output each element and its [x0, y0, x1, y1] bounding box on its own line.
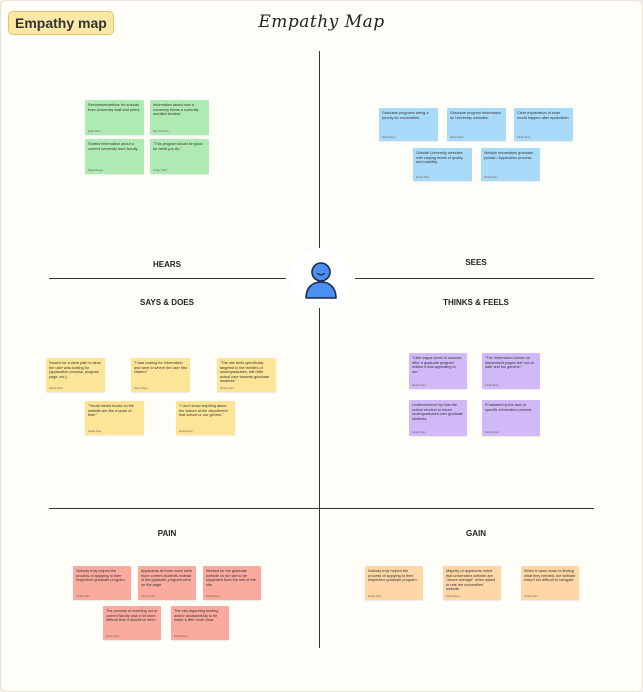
note-author: Daniel Ryan	[517, 136, 531, 139]
sticky-note-thinks[interactable]: Underwhelmed by how the school renders t…	[409, 400, 467, 436]
note-text: Nobody truly helped the process of apply…	[76, 569, 126, 583]
note-author: Rugh Stiles	[88, 130, 101, 133]
note-text: Recommendations for schools from Univers…	[88, 103, 141, 112]
note-text: The process of reaching out to current f…	[106, 609, 158, 623]
note-text: "The information shown on department pag…	[485, 356, 535, 370]
sticky-note-pain[interactable]: The info regarding funding and/or assist…	[171, 606, 229, 640]
quadrant-label-thinks: THINKS & FEELS	[443, 298, 509, 307]
note-author: Daniel Ryan	[485, 384, 499, 387]
note-author: Daniel Ryan	[49, 387, 63, 390]
sticky-note-thinks[interactable]: "The information shown on department pag…	[482, 353, 540, 389]
note-author: Rob Simmons	[153, 130, 169, 133]
note-text: Started information about a current univ…	[88, 142, 139, 151]
sticky-note-hears[interactable]: Started information about a current univ…	[85, 139, 144, 174]
persona-avatar[interactable]	[290, 248, 352, 308]
divider-sees	[355, 278, 594, 279]
note-author: Daniel Ryan	[179, 430, 193, 433]
note-author: Daniel Ryan	[174, 635, 188, 638]
note-text: Graduate programs being a priority for u…	[382, 111, 429, 120]
user-icon	[305, 262, 337, 299]
sticky-note-says[interactable]: "I was looking for information and went …	[131, 358, 190, 392]
sticky-note-thinks[interactable]: "Little vague proof of success after a g…	[409, 353, 467, 389]
note-author: Daniel Ryan	[106, 635, 120, 638]
sticky-note-gain[interactable]: Majority of applicants noted that univer…	[443, 566, 501, 600]
note-text: Worked for the graduate website on the s…	[206, 569, 256, 587]
sticky-note-says[interactable]: "The site feels specifically targeted to…	[217, 358, 276, 392]
quadrant-label-pain: PAIN	[157, 529, 177, 538]
board-name-badge[interactable]: Empathy map	[8, 11, 114, 35]
note-text: "I was looking for information and went …	[134, 361, 187, 375]
note-author: Daniel Ryan	[220, 387, 234, 390]
note-author: Daniel Ryan	[446, 595, 460, 598]
sticky-note-says[interactable]: "Social media hooks on the website are l…	[85, 401, 144, 435]
vertical-divider	[319, 51, 320, 648]
note-author: Daniel Ryan	[524, 595, 538, 598]
sticky-note-sees[interactable]: Outside University websites with varying…	[413, 148, 472, 181]
note-author: Daniel Ryan	[368, 595, 382, 598]
note-text: Search for a clear path to what the user…	[49, 361, 101, 379]
note-text: "Little vague proof of success after a g…	[412, 356, 462, 374]
sticky-note-pain[interactable]: Nobody truly helped the process of apply…	[73, 566, 131, 600]
sticky-note-says[interactable]: Search for a clear path to what the user…	[46, 358, 105, 392]
note-author: Daniel Ryan	[484, 176, 498, 179]
note-text: Outside University websites with varying…	[416, 151, 464, 165]
note-text: Clear explanation of what would happen a…	[517, 111, 570, 120]
note-author: Daniel Ryan	[416, 176, 430, 179]
note-author: Daniel Ryan	[450, 136, 464, 139]
sticky-note-sees[interactable]: Clear explanation of what would happen a…	[514, 108, 573, 141]
divider-hears	[49, 278, 286, 279]
sticky-note-pain[interactable]: Applicants all three more were more curr…	[138, 566, 196, 600]
quadrant-label-sees: SEES	[465, 258, 487, 267]
note-text: Multiple universities graduate portals /…	[484, 151, 534, 160]
sticky-note-sees[interactable]: Multiple universities graduate portals /…	[481, 148, 540, 181]
sticky-note-thinks[interactable]: Frustrated by the lack of specific infor…	[482, 400, 540, 436]
note-text: Applicants all three more were more curr…	[141, 569, 193, 587]
note-author: Daniel Ryan	[412, 384, 426, 387]
note-text: Information about how a university forms…	[153, 103, 199, 117]
note-text: When it came down to finding what they n…	[524, 569, 576, 583]
note-text: Graduate program information on Universi…	[450, 111, 501, 120]
divider-pain	[49, 508, 594, 509]
sticky-note-hears[interactable]: Information about how a university forms…	[150, 100, 209, 135]
note-text: The info regarding funding and/or assist…	[174, 609, 219, 623]
quadrant-label-hears: HEARS	[152, 260, 181, 269]
sticky-note-pain[interactable]: The process of reaching out to current f…	[103, 606, 161, 640]
sticky-note-pain[interactable]: Worked for the graduate website on the s…	[203, 566, 261, 600]
note-text: "Social media hooks on the website are l…	[88, 404, 134, 418]
quadrant-label-gain: GAIN	[466, 529, 486, 538]
note-text: Majority of applicants noted that univer…	[446, 569, 496, 592]
note-author: Daniel Ryan	[76, 595, 90, 598]
note-text: "I don't know anything about the culture…	[179, 404, 228, 418]
sticky-note-sees[interactable]: Graduate programs being a priority for u…	[379, 108, 438, 141]
note-author: Daniel Ryan	[485, 431, 499, 434]
sticky-note-gain[interactable]: When it came down to finding what they n…	[521, 566, 579, 600]
note-text: Frustrated by the lack of specific infor…	[485, 403, 533, 412]
sticky-note-hears[interactable]: Recommendations for schools from Univers…	[85, 100, 144, 135]
note-text: "This program would be good for what you…	[153, 142, 203, 151]
note-text: Nobody truly helped the process of apply…	[368, 569, 418, 583]
note-author: Daniel Ryan	[134, 387, 148, 390]
note-text: "The site feels specifically targeted to…	[220, 361, 269, 384]
sticky-note-hears[interactable]: "This program would be good for what you…	[150, 139, 209, 174]
note-author: Ginger Pratt	[153, 169, 167, 172]
note-author: Daniel Ryan	[141, 595, 155, 598]
note-author: Daniel Ryan	[412, 431, 426, 434]
note-author: Daniel Ryan	[382, 136, 396, 139]
page-title: Empathy Map	[258, 12, 385, 32]
quadrant-label-says: SAYS & DOES	[140, 298, 194, 307]
sticky-note-gain[interactable]: Nobody truly helped the process of apply…	[365, 566, 423, 600]
note-author: Daniel Ryan	[206, 595, 220, 598]
note-author: Diego Ranger	[88, 169, 104, 172]
note-author: Daniel Ryan	[88, 430, 102, 433]
sticky-note-says[interactable]: "I don't know anything about the culture…	[176, 401, 235, 435]
sticky-note-sees[interactable]: Graduate program information on Universi…	[447, 108, 506, 141]
note-text: Underwhelmed by how the school renders t…	[412, 403, 464, 421]
